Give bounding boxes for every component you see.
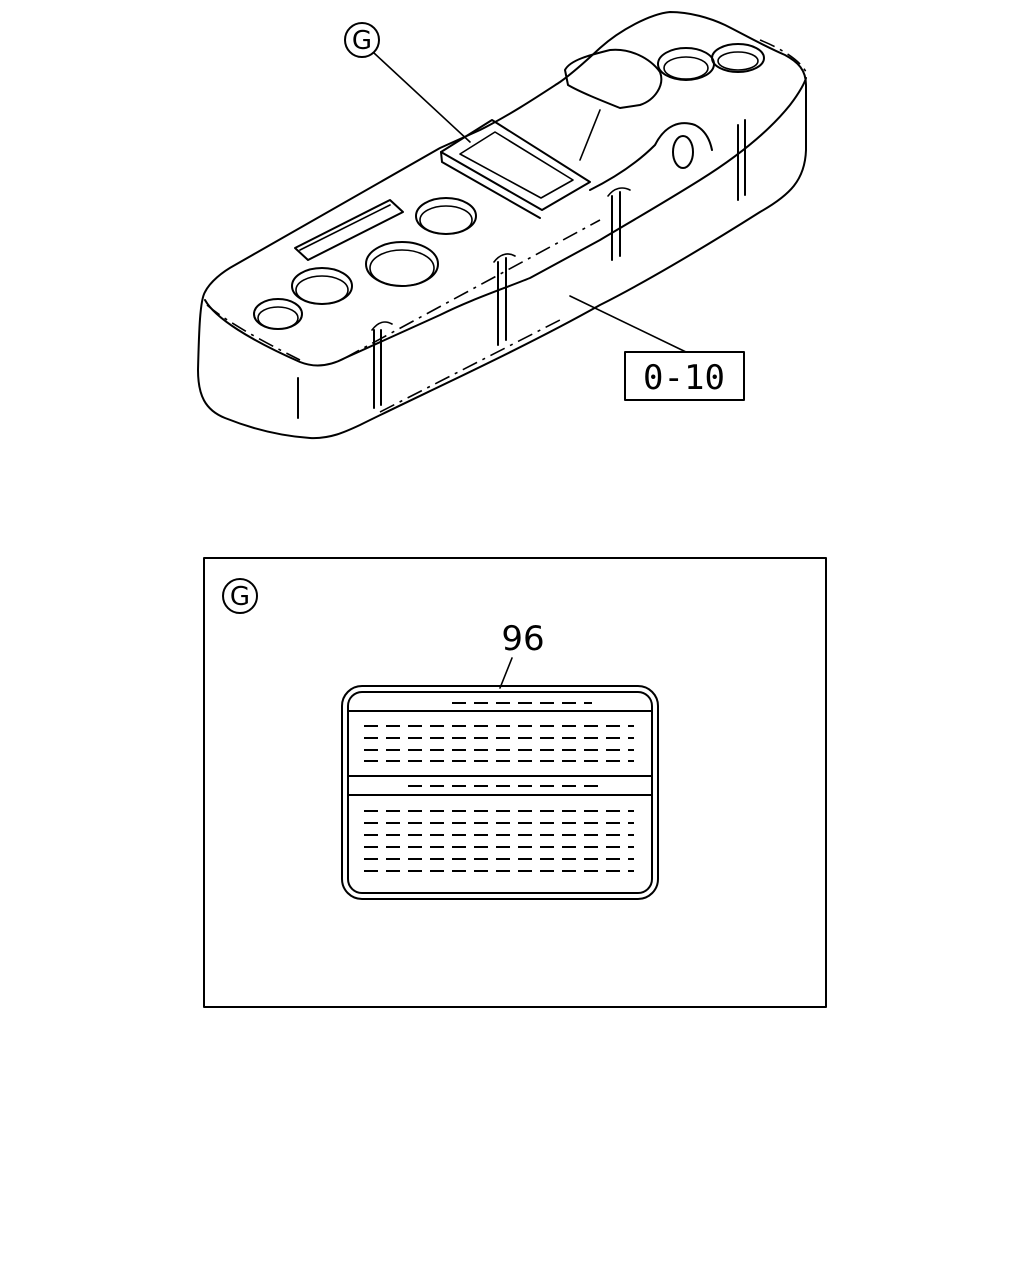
label-plate-96: [341, 685, 659, 900]
callout-g: G: [344, 22, 471, 143]
part-number-label: 96: [501, 619, 544, 659]
detail-frame: G 96: [203, 557, 827, 1008]
detail-letter: G: [230, 582, 250, 612]
part-reference: 0-10: [569, 295, 745, 401]
part-ref-label: 0-10: [643, 358, 725, 398]
fuel-tank-drawing: [197, 11, 807, 440]
callout-letter: G: [352, 26, 372, 56]
